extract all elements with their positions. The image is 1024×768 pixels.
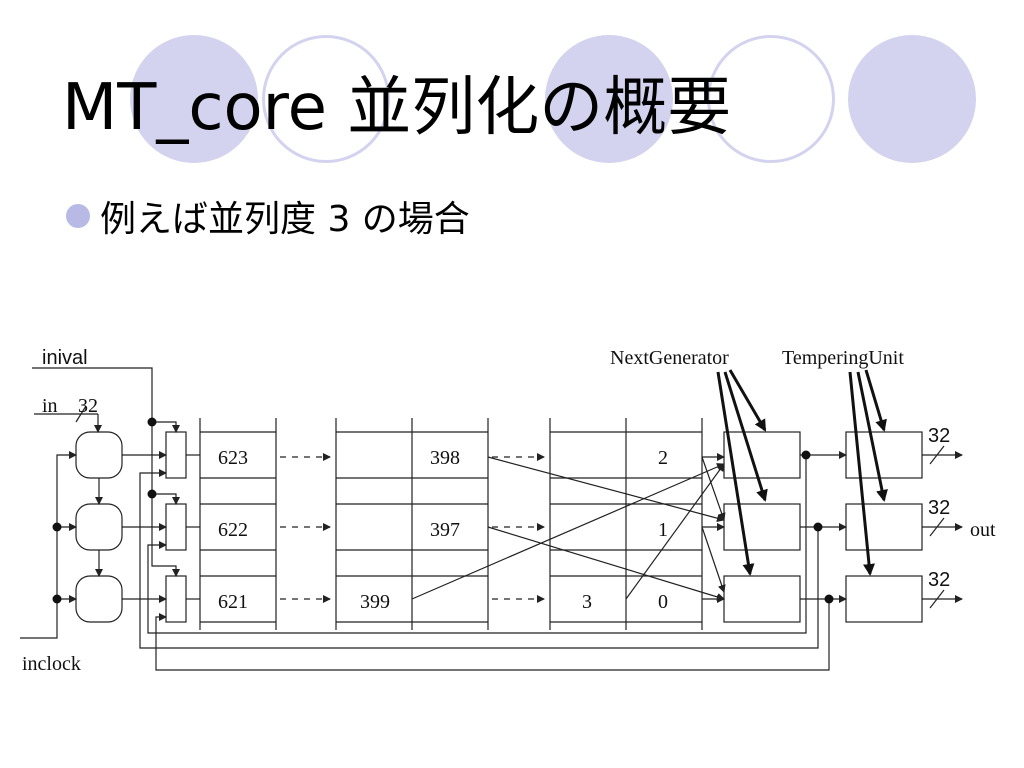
label-in: in [42, 395, 58, 417]
decor-circle-1 [130, 35, 258, 163]
reg-value: 622 [218, 519, 248, 541]
label-tempering-unit: TemperingUnit [782, 347, 904, 369]
reg-value: 1 [658, 519, 668, 541]
label-out: out [970, 519, 996, 541]
reg-value: 397 [430, 519, 460, 541]
label-out-width-3: 32 [928, 569, 950, 591]
label-arrows [716, 369, 888, 576]
label-inival: inival [42, 347, 88, 369]
bullet-text: 例えば並列度 3 の場合 [100, 199, 470, 240]
decor-ring-4 [707, 35, 835, 163]
decor-ring-2 [262, 35, 390, 163]
parallel-mt-diagram: inival in 32 inclock NextGenerator Tempe… [20, 347, 996, 675]
reg-value: 3 [582, 591, 592, 613]
label-inclock: inclock [22, 653, 81, 675]
decor-circle-5 [848, 35, 976, 163]
diagram-lines [20, 367, 963, 671]
reg-value: 398 [430, 447, 460, 469]
label-next-generator: NextGenerator [610, 347, 729, 369]
reg-value: 2 [658, 447, 668, 469]
reg-value: 399 [360, 591, 390, 613]
label-out-width-1: 32 [928, 425, 950, 447]
bullet-dot-icon [66, 204, 90, 228]
decor-circle-3 [545, 35, 673, 163]
reg-value: 621 [218, 591, 248, 613]
bullet-item: 例えば並列度 3 の場合 [66, 190, 470, 242]
reg-value: 0 [658, 591, 668, 613]
label-in-width: 32 [78, 395, 98, 417]
junction-dots [52, 417, 834, 604]
label-out-width-2: 32 [928, 497, 950, 519]
reg-value: 623 [218, 447, 248, 469]
slide-title: MT_core 並列化の概要 [62, 71, 732, 145]
